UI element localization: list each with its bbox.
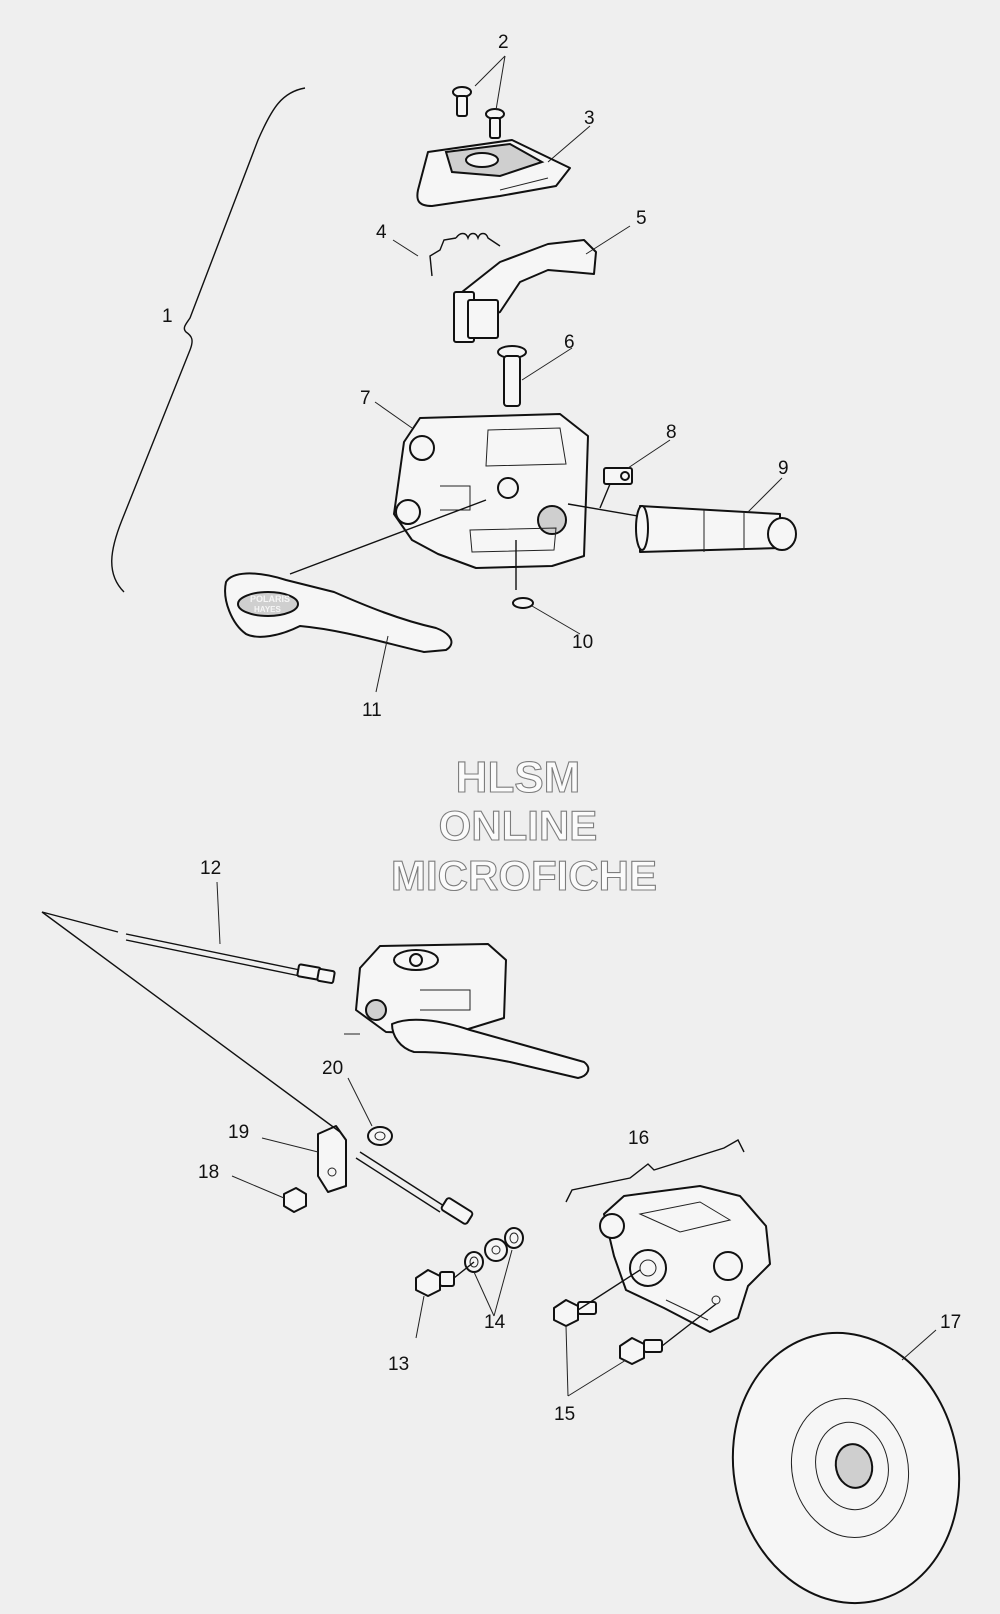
callout-11: 11 (362, 700, 382, 721)
callout-16: 16 (628, 1128, 649, 1149)
reservoir-cover-3 (416, 139, 571, 207)
callout-4: 4 (376, 222, 387, 243)
callout-13: 13 (388, 1354, 409, 1375)
callout-3: 3 (584, 108, 595, 129)
assembled-master-cylinder (344, 943, 590, 1079)
banjo-bolt-13 (415, 1269, 455, 1297)
watermark: HLSM ONLINE MICROFICHE (390, 752, 657, 899)
screw-2-left (452, 86, 472, 117)
nut-20 (367, 1126, 393, 1146)
brake-switch-8 (603, 467, 633, 485)
bolt-15-lower (619, 1337, 663, 1365)
brake-lever-11: POLARIS HAYES (224, 572, 453, 653)
callout-12: 12 (200, 858, 221, 879)
bolt-18 (283, 1187, 307, 1213)
brake-line-12 (125, 933, 336, 984)
parking-lever-5 (453, 239, 597, 343)
brake-disc-17 (731, 1331, 961, 1605)
upper-assembly-lines (289, 483, 639, 590)
spring-4 (429, 232, 501, 277)
callout-19: 19 (228, 1122, 249, 1143)
watermark-line3: MICROFICHE (391, 852, 657, 899)
callout-17: 17 (940, 1312, 961, 1333)
callout-18: 18 (198, 1162, 219, 1183)
clip-10 (512, 597, 534, 609)
screw-2-right (485, 108, 505, 139)
assembly-bracket-16 (565, 1139, 745, 1203)
brake-hose (355, 1151, 508, 1262)
bolt-15-upper (553, 1299, 597, 1327)
washer-14-right (504, 1227, 524, 1249)
lower-assembly-lines (41, 911, 717, 1347)
watermark-line1: HLSM (456, 753, 581, 802)
callout-labels: 1 2 3 4 5 6 7 8 9 10 11 12 13 14 15 16 1… (162, 32, 961, 1425)
callout-7: 7 (360, 388, 371, 409)
caliper-16 (599, 1185, 771, 1333)
bracket-19 (317, 1125, 347, 1193)
piston-9 (635, 505, 797, 553)
callout-6: 6 (564, 332, 575, 353)
callout-5: 5 (636, 208, 647, 229)
watermark-line2: ONLINE (439, 802, 598, 849)
lever-logo-line1: POLARIS (250, 594, 290, 604)
lower-leader-lines (216, 881, 937, 1397)
lever-logo-line2: HAYES (254, 605, 281, 614)
upper-leader-lines (374, 55, 783, 693)
callout-8: 8 (666, 422, 677, 443)
assembly-bracket-1 (111, 87, 306, 593)
callout-10: 10 (572, 632, 593, 653)
callout-14: 14 (484, 1312, 506, 1333)
pivot-pin-6 (497, 345, 527, 407)
callout-9: 9 (778, 458, 789, 479)
callout-2: 2 (498, 32, 509, 53)
callout-1: 1 (162, 306, 173, 327)
callout-15: 15 (554, 1404, 575, 1425)
master-cylinder-body-7 (393, 413, 589, 569)
callout-20: 20 (322, 1058, 343, 1079)
